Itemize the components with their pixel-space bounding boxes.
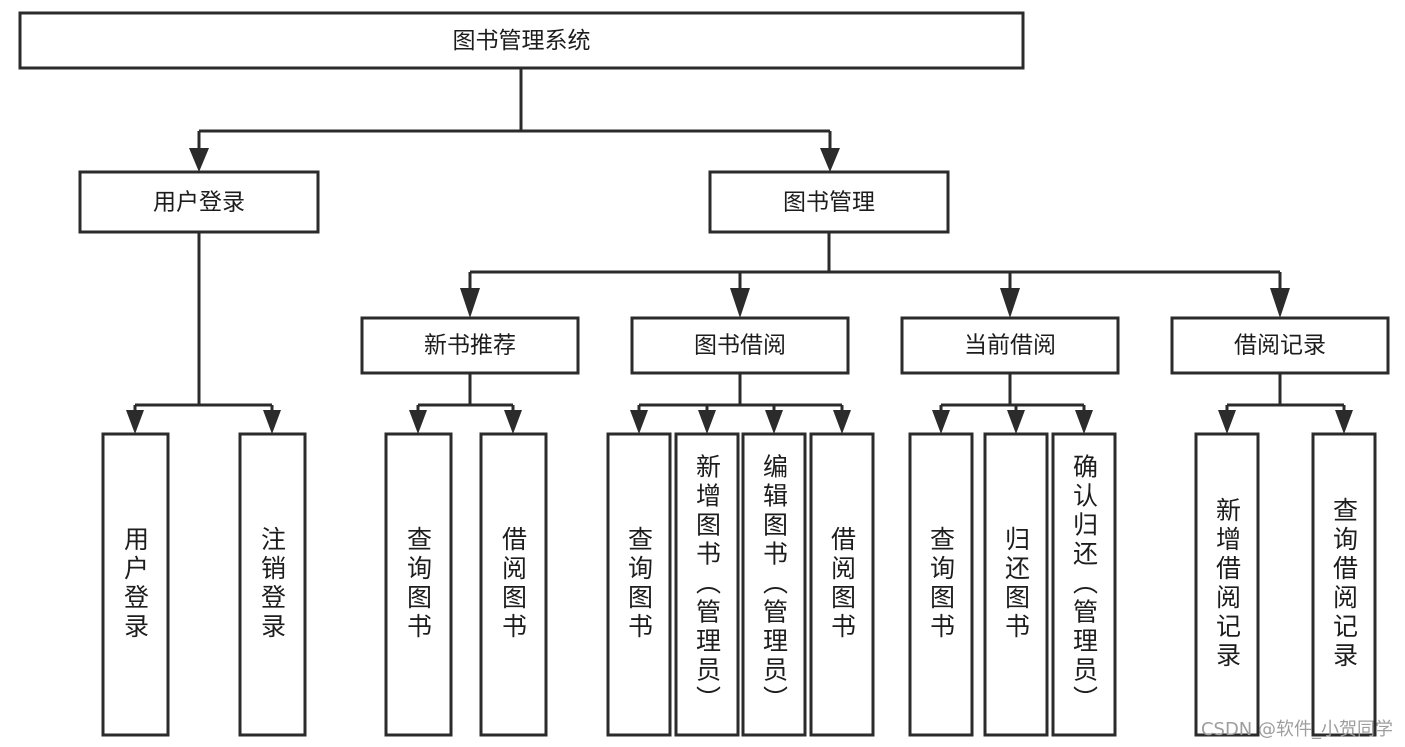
node-leaf-user-logout-label: 注销登录 — [258, 526, 287, 642]
connector-group-root — [189, 68, 840, 172]
node-borrow-record[interactable]: 借阅记录 — [1170, 316, 1390, 375]
node-leaf-return-book-box[interactable] — [983, 432, 1049, 737]
arrowhead-to-current-borrow — [1000, 288, 1020, 318]
arrowhead-to-borrow-record — [1270, 288, 1290, 318]
node-leaf-add-borrow-record-label: 新增借阅记录 — [1213, 497, 1242, 671]
node-borrow-record-label: 借阅记录 — [1234, 333, 1326, 359]
connector-group-borrow-record — [1218, 373, 1353, 434]
node-leaf-add-borrow-record[interactable]: 新增借阅记录 — [1194, 432, 1260, 737]
node-leaf-user-login-box[interactable] — [101, 432, 170, 737]
node-leaf-add-book-admin-box[interactable] — [674, 432, 740, 737]
node-leaf-user-login-label: 用户登录 — [121, 526, 150, 642]
node-current-borrow[interactable]: 当前借阅 — [900, 316, 1120, 375]
node-leaf-add-book-admin[interactable]: 新增图书（管理员） — [674, 432, 740, 737]
node-book-borrow-box[interactable] — [630, 316, 850, 375]
arrowhead-to-leaf-query-book-current — [932, 410, 950, 434]
node-leaf-query-book-current-box[interactable] — [908, 432, 974, 737]
node-book-borrow-label: 图书借阅 — [694, 333, 786, 359]
node-leaf-edit-book-admin-box[interactable] — [741, 432, 807, 737]
node-leaf-add-book-admin-label: 新增图书（管理员） — [693, 454, 722, 715]
node-leaf-user-login[interactable]: 用户登录 — [101, 432, 170, 737]
node-leaf-confirm-return-admin-label: 确认归还（管理员） — [1070, 454, 1099, 715]
node-new-book-recommend[interactable]: 新书推荐 — [360, 316, 580, 375]
arrowhead-to-leaf-add-borrow-record — [1218, 410, 1236, 434]
node-leaf-query-book-rec[interactable]: 查询图书 — [384, 432, 453, 737]
node-leaf-borrow-book-label: 借阅图书 — [828, 526, 857, 642]
node-book-management[interactable]: 图书管理 — [708, 170, 950, 234]
node-leaf-edit-book-admin-label: 编辑图书（管理员） — [760, 454, 789, 715]
node-new-book-recommend-box[interactable] — [360, 316, 580, 375]
arrowhead-to-leaf-add-book-admin — [698, 410, 716, 434]
arrowhead-to-leaf-borrow-book — [833, 410, 851, 434]
connector-group-book-management — [460, 232, 1290, 318]
arrowhead-to-leaf-confirm-return-admin — [1075, 410, 1093, 434]
node-leaf-borrow-book-rec-label: 借阅图书 — [499, 526, 528, 642]
node-leaf-query-borrow-record[interactable]: 查询借阅记录 — [1311, 432, 1377, 737]
arrowhead-to-leaf-return-book — [1007, 410, 1025, 434]
node-user-login[interactable]: 用户登录 — [78, 170, 320, 234]
node-current-borrow-label: 当前借阅 — [964, 333, 1056, 359]
arrowhead-to-leaf-query-book-rec — [409, 410, 427, 434]
node-borrow-record-box[interactable] — [1170, 316, 1390, 375]
node-leaf-user-logout[interactable]: 注销登录 — [238, 432, 307, 737]
node-root-label: 图书管理系统 — [453, 28, 591, 54]
node-leaf-borrow-book-rec[interactable]: 借阅图书 — [479, 432, 548, 737]
node-leaf-query-book-borrow[interactable]: 查询图书 — [606, 432, 672, 737]
connector-group-book-borrow — [630, 373, 851, 434]
arrowhead-to-leaf-query-book-borrow — [630, 410, 648, 434]
node-leaf-borrow-book[interactable]: 借阅图书 — [809, 432, 875, 737]
node-leaf-query-book-current[interactable]: 查询图书 — [908, 432, 974, 737]
arrowhead-to-book-borrow — [730, 288, 750, 318]
node-leaf-query-book-borrow-box[interactable] — [606, 432, 672, 737]
node-leaf-query-book-borrow-label: 查询图书 — [625, 526, 654, 642]
node-leaf-query-borrow-record-label: 查询借阅记录 — [1330, 497, 1359, 671]
node-user-login-box[interactable] — [78, 170, 320, 234]
arrowhead-to-leaf-query-borrow-record — [1335, 410, 1353, 434]
node-leaf-add-borrow-record-box[interactable] — [1194, 432, 1260, 737]
node-leaf-borrow-book-rec-box[interactable] — [479, 432, 548, 737]
node-leaf-confirm-return-admin-box[interactable] — [1051, 432, 1117, 737]
arrowhead-to-leaf-borrow-book-rec — [504, 410, 522, 434]
arrowhead-to-book-management — [820, 148, 840, 172]
node-leaf-edit-book-admin[interactable]: 编辑图书（管理员） — [741, 432, 807, 737]
arrowhead-to-user-login — [189, 148, 209, 172]
node-leaf-borrow-book-box[interactable] — [809, 432, 875, 737]
node-new-book-recommend-label: 新书推荐 — [424, 333, 516, 359]
node-leaf-user-logout-box[interactable] — [238, 432, 307, 737]
node-book-borrow[interactable]: 图书借阅 — [630, 316, 850, 375]
node-leaf-query-book-current-label: 查询图书 — [927, 526, 956, 642]
arrowhead-to-leaf-user-logout — [263, 410, 281, 434]
node-root-box[interactable] — [18, 11, 1025, 70]
node-book-management-label: 图书管理 — [783, 190, 875, 216]
node-leaf-query-book-rec-label: 查询图书 — [404, 526, 433, 642]
node-book-management-box[interactable] — [708, 170, 950, 234]
connector-group-new-book-recommend — [409, 373, 522, 434]
arrowhead-to-leaf-user-login — [126, 410, 144, 434]
node-leaf-return-book-label: 归还图书 — [1002, 526, 1031, 642]
connector-group-current-borrow — [932, 373, 1093, 434]
connector-group-user-login — [126, 232, 281, 434]
arrowhead-to-new-book-recommend — [460, 288, 480, 318]
node-leaf-query-book-rec-box[interactable] — [384, 432, 453, 737]
arrowhead-to-leaf-edit-book-admin — [765, 410, 783, 434]
node-root[interactable]: 图书管理系统 — [18, 11, 1025, 70]
node-user-login-label: 用户登录 — [153, 190, 245, 216]
node-leaf-confirm-return-admin[interactable]: 确认归还（管理员） — [1051, 432, 1117, 737]
node-current-borrow-box[interactable] — [900, 316, 1120, 375]
node-leaf-return-book[interactable]: 归还图书 — [983, 432, 1049, 737]
node-leaf-query-borrow-record-box[interactable] — [1311, 432, 1377, 737]
